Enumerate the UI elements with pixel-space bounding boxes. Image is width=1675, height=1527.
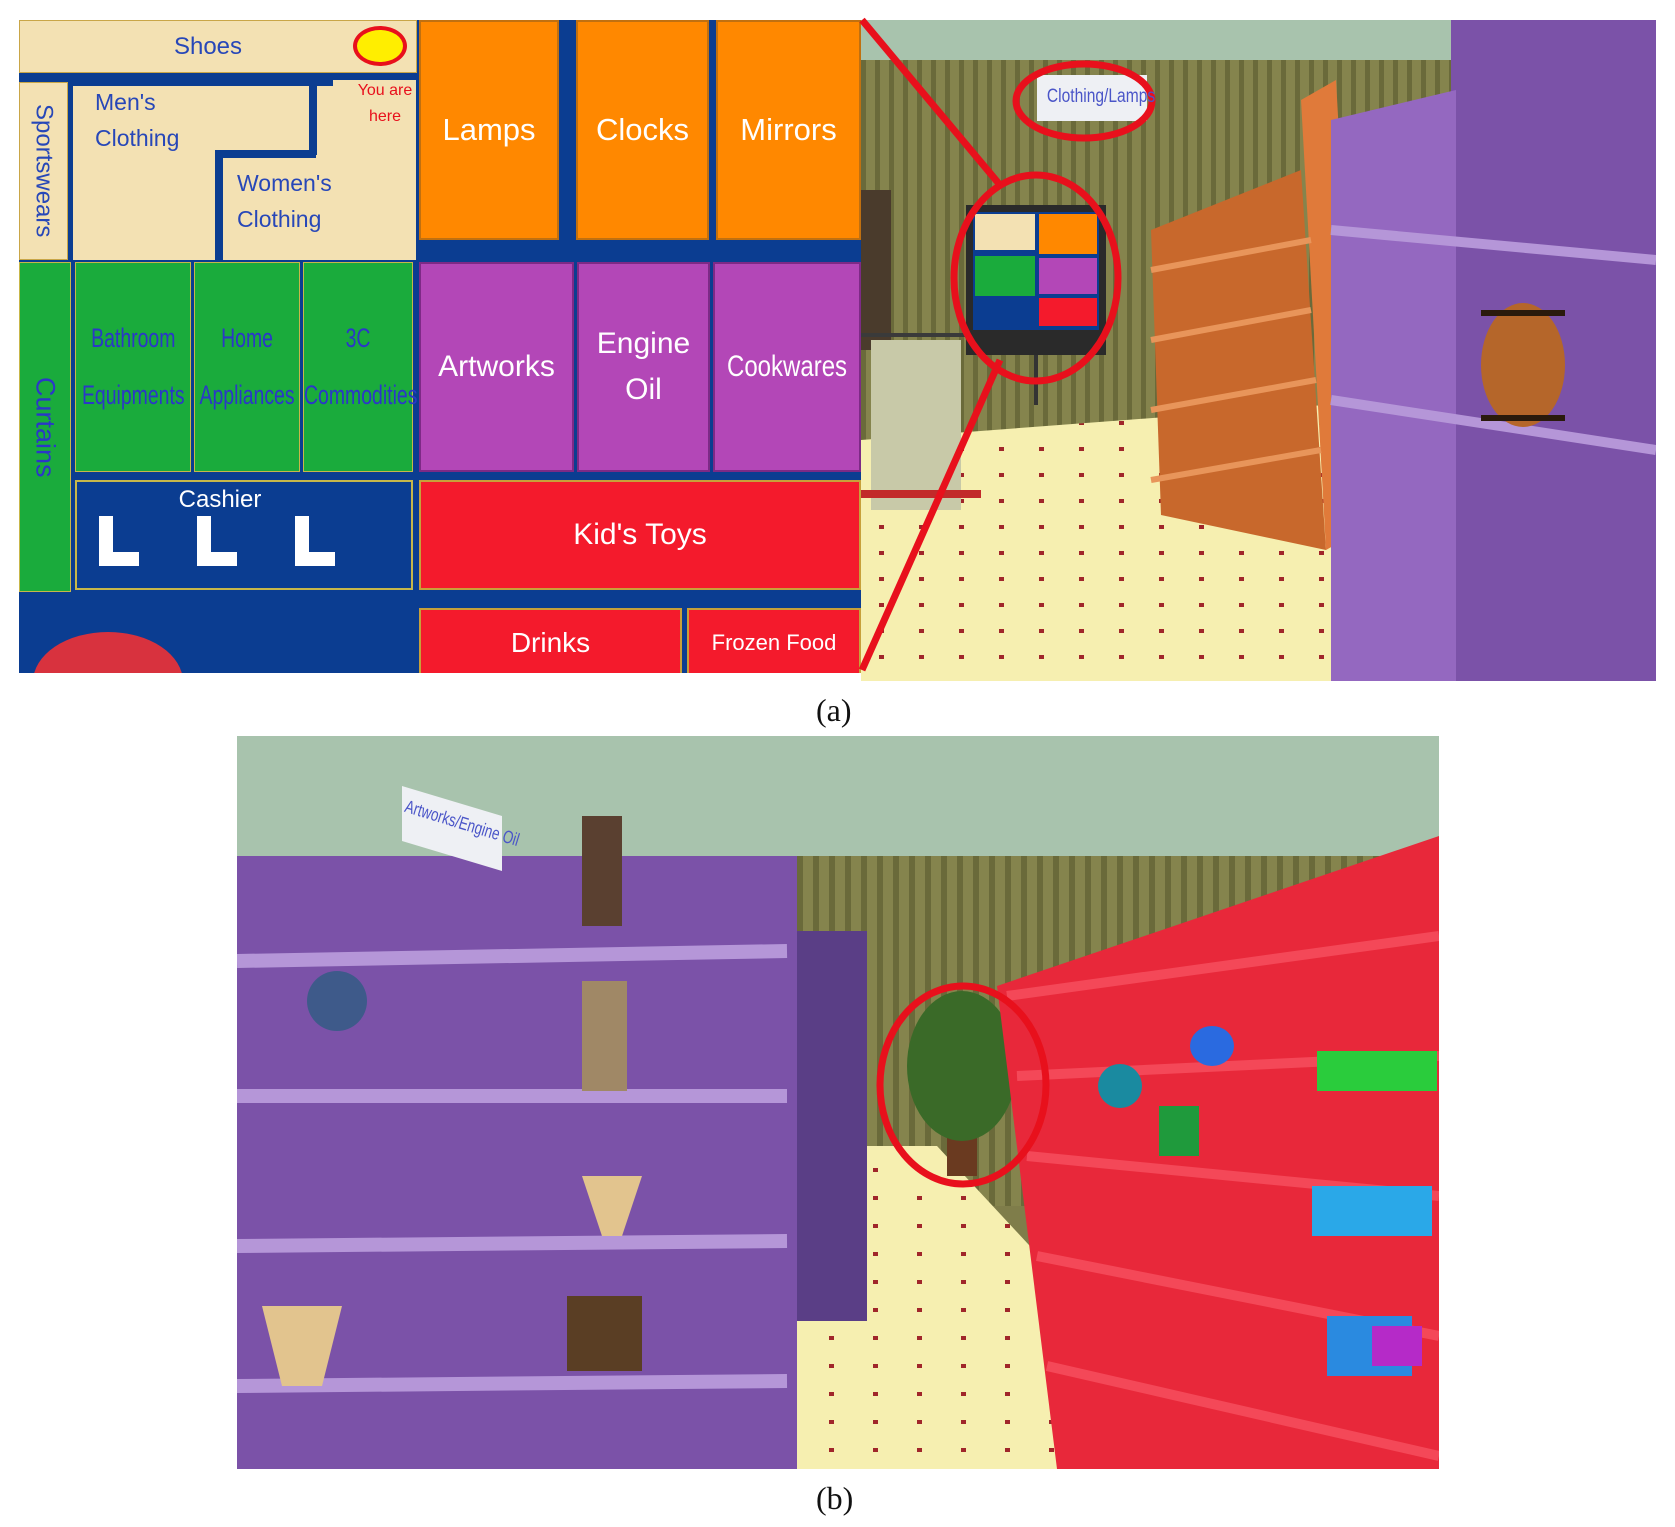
mens-clothing-label: Men's Clothing — [95, 89, 180, 151]
zone-bathroom-label: Bathroom Equipments — [81, 323, 185, 410]
zone-drinks-label: Drinks — [510, 627, 591, 658]
zone-sportswears[interactable]: Sportswears — [19, 82, 68, 260]
zone-kids-toys-label: Kid's Toys — [573, 518, 707, 551]
scene-b-view: Artworks/Engine Oil — [237, 736, 1439, 1469]
zone-home-appliances[interactable]: Home Appliances — [194, 262, 300, 472]
caption-a: (a) — [816, 692, 852, 728]
scene-a-view: Clothing/Lamps — [861, 20, 1656, 681]
zone-clothing[interactable] — [73, 80, 416, 260]
zone-cookwares-label: Cookwares — [726, 350, 848, 383]
you-are-here-marker — [353, 26, 407, 66]
zone-artworks[interactable]: Artworks — [419, 262, 574, 472]
zone-lamps-label: Lamps — [442, 112, 536, 148]
zone-3c-commodities-label: 3C Commodities — [304, 323, 418, 410]
zone-sportswears-label: Sportswears — [30, 104, 58, 238]
caption-b: (b) — [816, 1480, 854, 1516]
zone-frozen-food[interactable]: Frozen Food — [687, 608, 861, 673]
cashier-label: Cashier — [178, 486, 262, 513]
zone-mirrors-label: Mirrors — [740, 112, 837, 148]
zone-clocks-label: Clocks — [595, 112, 689, 148]
scene-b-illustration — [237, 736, 1439, 1469]
womens-clothing-label: Women's Clothing — [237, 170, 332, 232]
zoom-connector — [858, 17, 1004, 672]
zone-home-appliances-label: Home Appliances — [199, 323, 295, 410]
zone-3c-commodities[interactable]: 3C Commodities — [303, 262, 418, 472]
zone-frozen-food-label: Frozen Food — [711, 629, 837, 655]
you-are-here-label: You are here — [357, 82, 413, 125]
zone-drinks[interactable]: Drinks — [419, 608, 682, 673]
store-map: Shoes Sportswears Men's Clothing Women's… — [19, 20, 861, 673]
zone-engine-oil[interactable]: Engine Oil — [577, 262, 710, 472]
zone-bathroom[interactable]: Bathroom Equipments — [75, 262, 191, 472]
zone-cookwares[interactable]: Cookwares — [713, 262, 861, 472]
scene-a-sign: Clothing/Lamps — [1046, 86, 1156, 107]
zone-shoes[interactable]: Shoes — [19, 20, 417, 73]
zone-engine-oil-label: Engine Oil — [596, 326, 691, 407]
zone-curtains[interactable]: Curtains — [19, 262, 71, 592]
clothing-divider — [73, 80, 333, 86]
scene-a-illustration — [861, 20, 1656, 681]
zone-mirrors[interactable]: Mirrors — [716, 20, 861, 240]
zone-artworks-label: Artworks — [438, 349, 555, 383]
zone-shoes-label: Shoes — [173, 32, 243, 60]
zone-clocks[interactable]: Clocks — [576, 20, 709, 240]
zone-curtains-label: Curtains — [30, 376, 61, 478]
zone-lamps[interactable]: Lamps — [419, 20, 559, 240]
zone-kids-toys[interactable]: Kid's Toys — [419, 480, 861, 590]
zone-cashier[interactable] — [75, 480, 413, 590]
